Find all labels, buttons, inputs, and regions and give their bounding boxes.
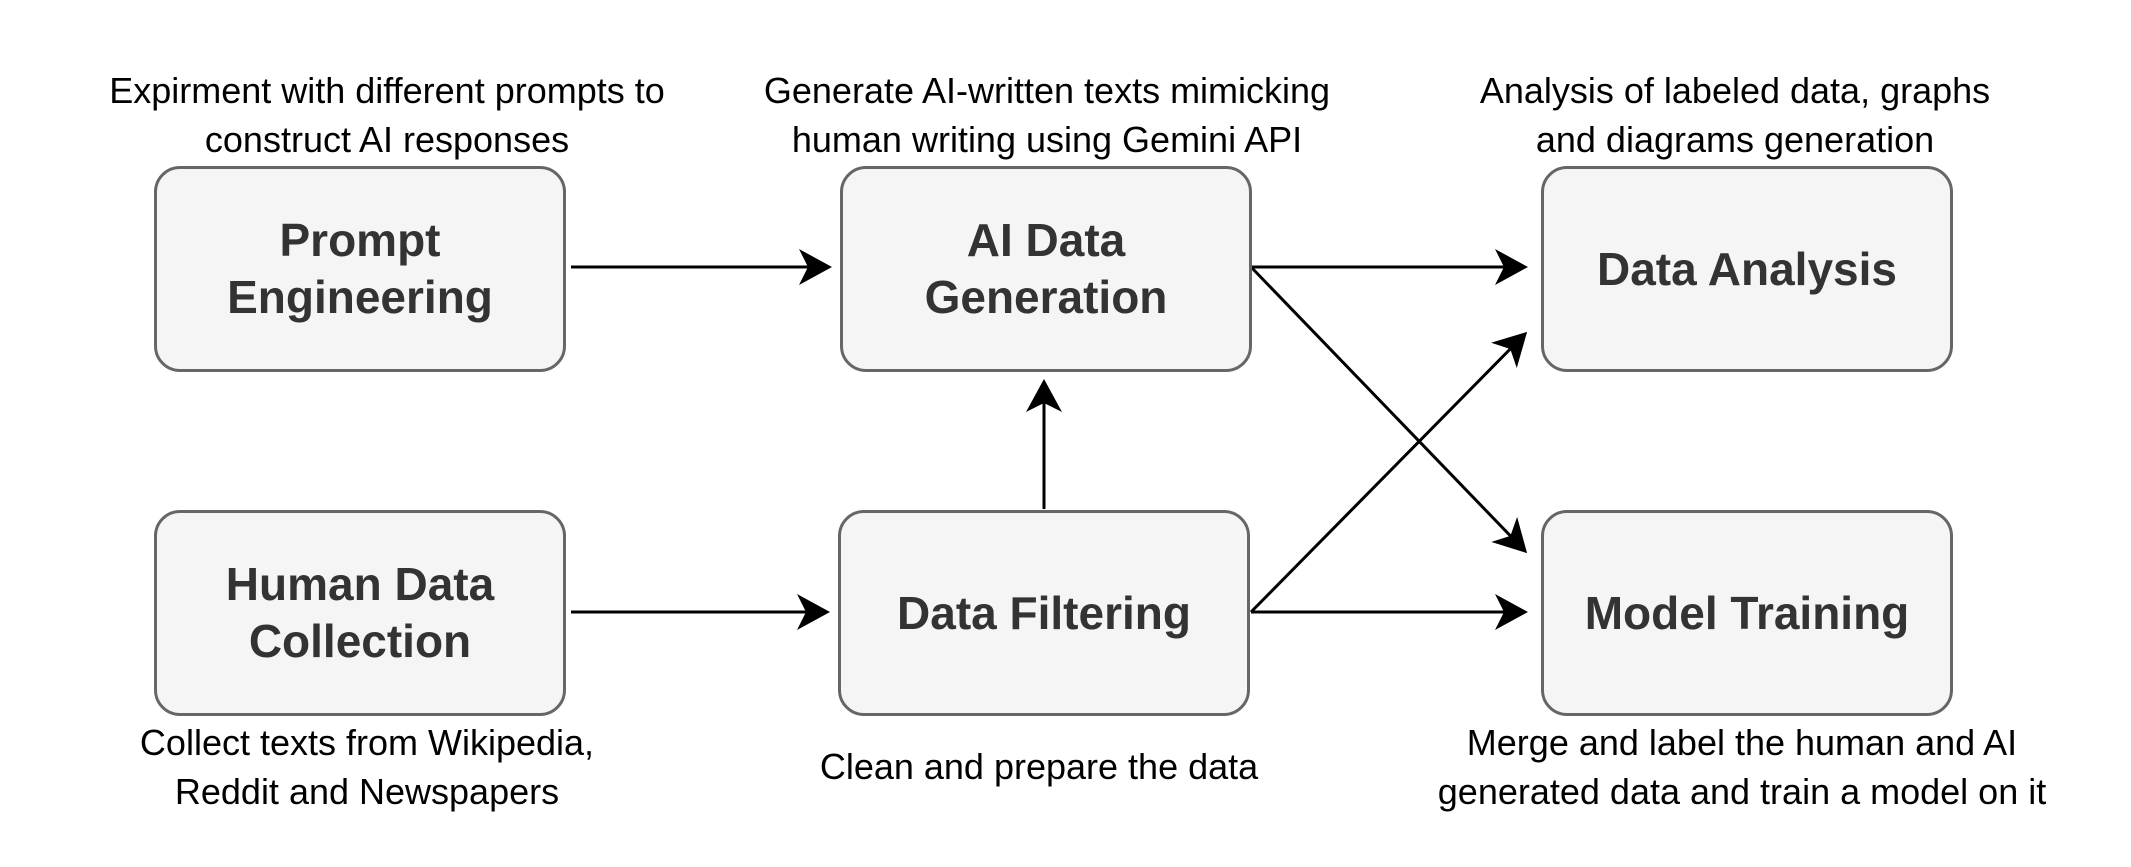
note-data-filtering: Clean and prepare the data <box>819 746 1259 787</box>
node-data-analysis: Data Analysis <box>1541 166 1953 372</box>
node-title: Human Data Collection <box>225 558 495 667</box>
node-title: Data Analysis <box>1597 242 1897 295</box>
node-data-filtering: Data Filtering <box>838 510 1250 716</box>
node-title: Model Training <box>1584 586 1910 639</box>
node-ai-data-generation: AI Data Generation <box>840 166 1252 372</box>
node-title: Data Filtering <box>897 586 1191 639</box>
edge-ai-generation-to-model-training <box>1249 265 1528 554</box>
node-human-data-collection: Human Data Collection <box>154 510 566 716</box>
note-prompt-engineering: Expirment with different prompts to cons… <box>109 70 665 160</box>
edge-data-filtering-to-data-analysis <box>1249 331 1528 614</box>
node-prompt-engineering: Prompt Engineering <box>154 166 566 372</box>
node-title: Prompt Engineering <box>227 214 493 323</box>
node-model-training: Model Training <box>1541 510 1953 716</box>
note-model-training: Merge and label the human and AI generat… <box>1437 722 2047 812</box>
node-title: AI Data Generation <box>924 214 1168 323</box>
note-human-data-collection: Collect texts from Wikipedia, Reddit and… <box>139 722 595 812</box>
note-data-analysis: Analysis of labeled data, graphs and dia… <box>1479 70 1991 160</box>
note-ai-data-generation: Generate AI-written texts mimicking huma… <box>763 70 1331 160</box>
